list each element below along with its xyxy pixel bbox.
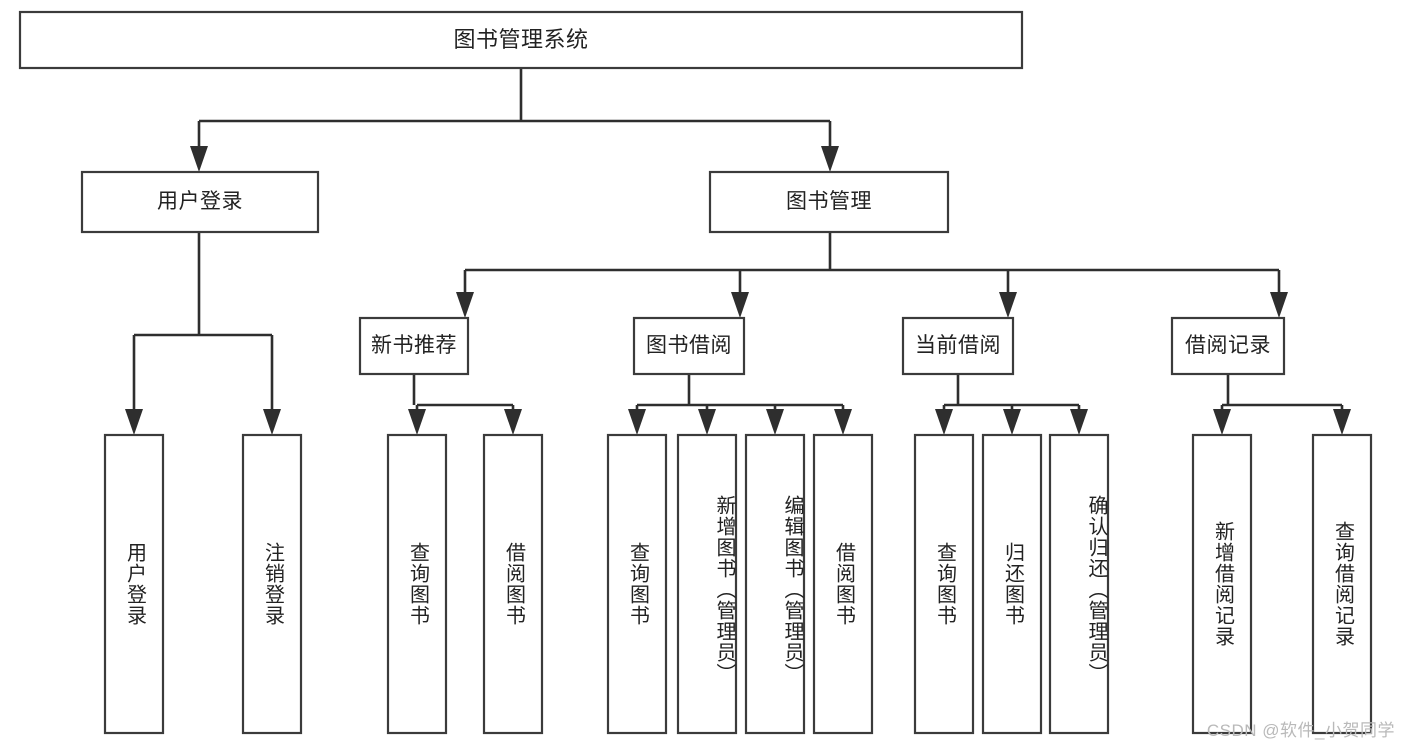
- arrowhead-leaf-user-login: [125, 409, 143, 435]
- node-box-user-login[interactable]: [80, 170, 320, 234]
- node-box-leaf-user-login[interactable]: [103, 433, 165, 735]
- arrowhead-leaf-add-book: [698, 409, 716, 435]
- arrowhead-leaf-edit-book: [766, 409, 784, 435]
- arrowhead-leaf-query-book-current: [935, 409, 953, 435]
- node-box-leaf-borrow-book[interactable]: [812, 433, 874, 735]
- arrowhead-leaf-borrow-book: [834, 409, 852, 435]
- node-box-leaf-query-book-current[interactable]: [913, 433, 975, 735]
- node-box-leaf-return-book[interactable]: [981, 433, 1043, 735]
- arrowhead-new-book-recommend: [456, 292, 474, 318]
- node-box-book-borrow[interactable]: [632, 316, 746, 376]
- arrowhead-current-borrow: [999, 292, 1017, 318]
- node-box-current-borrow[interactable]: [901, 316, 1015, 376]
- node-box-leaf-add-book[interactable]: [676, 433, 738, 735]
- node-box-leaf-edit-book[interactable]: [744, 433, 806, 735]
- arrowhead-leaf-confirm-return: [1070, 409, 1088, 435]
- arrowhead-user-login: [190, 146, 208, 172]
- node-box-leaf-borrow-book-rec[interactable]: [482, 433, 544, 735]
- node-box-new-book-recommend[interactable]: [358, 316, 470, 376]
- node-box-leaf-query-book-borrow[interactable]: [606, 433, 668, 735]
- node-box-book-management[interactable]: [708, 170, 950, 234]
- node-box-leaf-confirm-return[interactable]: [1048, 433, 1110, 735]
- arrowhead-book-borrow: [731, 292, 749, 318]
- arrowhead-leaf-query-book-borrow: [628, 409, 646, 435]
- connector-layer: [125, 68, 1351, 435]
- arrowhead-leaf-query-borrow-record: [1333, 409, 1351, 435]
- arrowhead-book-management: [821, 146, 839, 172]
- node-box-leaf-query-borrow-record[interactable]: [1311, 433, 1373, 735]
- arrowhead-leaf-borrow-book-rec: [504, 409, 522, 435]
- arrowhead-borrow-record: [1270, 292, 1288, 318]
- watermark-text: CSDN @软件_小贺同学: [1206, 721, 1395, 740]
- arrowhead-leaf-query-book-rec: [408, 409, 426, 435]
- node-box-borrow-record[interactable]: [1170, 316, 1286, 376]
- node-box-leaf-add-borrow-record[interactable]: [1191, 433, 1253, 735]
- node-box-leaf-query-book-rec[interactable]: [386, 433, 448, 735]
- arrowhead-leaf-return-book: [1003, 409, 1021, 435]
- node-box-root[interactable]: [18, 10, 1024, 70]
- node-box-leaf-logout[interactable]: [241, 433, 303, 735]
- arrowhead-leaf-add-borrow-record: [1213, 409, 1231, 435]
- arrowhead-leaf-logout: [263, 409, 281, 435]
- box-layer: [18, 10, 1373, 735]
